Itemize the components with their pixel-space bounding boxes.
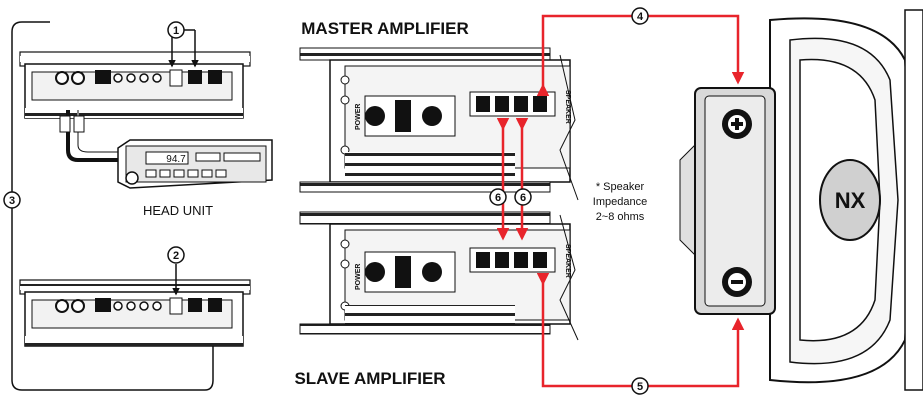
callout-1-text: 1: [173, 25, 179, 37]
callout-3: 3: [3, 191, 21, 209]
callout-6b-text: 6: [520, 192, 526, 204]
callout-6b: 6: [514, 188, 532, 206]
callout-6a: 6: [489, 188, 507, 206]
slave-amplifier: POWER SPEAKER: [299, 211, 571, 335]
callout-4-text: 4: [637, 11, 644, 23]
impedance-note-2: Impedance: [593, 196, 647, 208]
callout-3-text: 3: [9, 195, 15, 207]
subwoofer: NX: [679, 9, 923, 391]
remote-loop-wire: [11, 21, 217, 391]
callout-5-text: 5: [637, 381, 643, 393]
small-slave-amp: [19, 279, 251, 347]
callout-6a-text: 6: [495, 192, 501, 204]
small-master-amp: [19, 51, 251, 119]
callout-4: 4: [631, 7, 649, 25]
slave-amplifier-title: SLAVE AMPLIFIER: [294, 369, 445, 388]
head-unit: 94.7: [117, 139, 273, 189]
speaker-label: SPEAKER: [564, 90, 571, 124]
brand-logo: NX: [835, 188, 866, 213]
radio-display: 94.7: [166, 154, 186, 165]
speaker-terminal-block: [694, 87, 776, 315]
callout-2-text: 2: [173, 250, 179, 262]
speaker-label-slave: SPEAKER: [564, 244, 571, 278]
callout-2: 2: [167, 246, 185, 264]
power-label: POWER: [355, 104, 362, 130]
master-amplifier-title: MASTER AMPLIFIER: [301, 19, 468, 38]
power-label-slave: POWER: [355, 264, 362, 290]
impedance-note-1: * Speaker: [596, 181, 645, 193]
callout-5: 5: [631, 377, 649, 395]
head-unit-label: HEAD UNIT: [143, 203, 213, 218]
impedance-note-3: 2~8 ohms: [596, 211, 645, 223]
master-amplifier: POWER SPEAKER: [299, 47, 571, 193]
callout-1: 1: [167, 21, 185, 39]
rca-cable: [66, 110, 120, 162]
